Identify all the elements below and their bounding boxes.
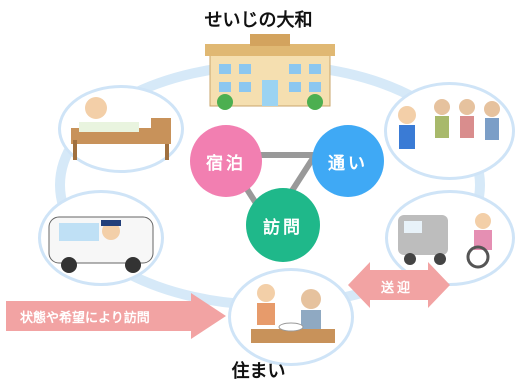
lodging-service-node: 宿泊: [190, 125, 262, 197]
home-meal-illustration: [228, 268, 354, 366]
van-wheelchair-icon: [398, 213, 492, 269]
daycare-service-node: 通い: [312, 125, 384, 197]
transport-arrow-label: 送迎: [381, 281, 414, 296]
transport-car-illustration: [38, 190, 164, 286]
residence-label: 住まい: [231, 361, 286, 382]
visit-arrow-label: 状態や希望により訪問: [20, 311, 150, 326]
bed-illustration: [58, 85, 184, 173]
facility-building-icon: [205, 34, 335, 110]
exercise-group-icon: [398, 99, 500, 149]
daycare-exercise-illustration: [384, 82, 515, 180]
car-icon: [48, 216, 154, 273]
bed-icon: [71, 97, 171, 160]
meal-care-icon: [251, 284, 335, 343]
facility-name: せいじの大和: [204, 10, 313, 31]
visit-service-node: 訪問: [246, 188, 320, 262]
transport-arrow: [348, 262, 450, 308]
visit-arrow: [6, 293, 226, 339]
